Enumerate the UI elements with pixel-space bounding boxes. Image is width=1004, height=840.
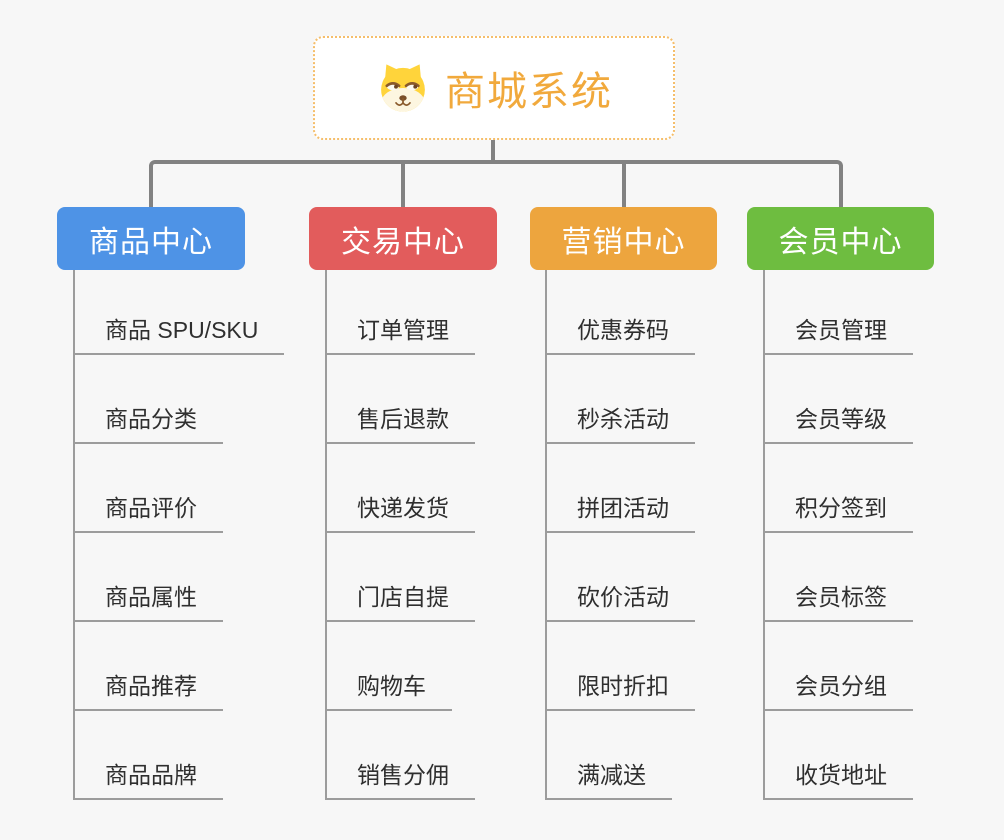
leaf-node[interactable]: 拼团活动 <box>545 487 695 533</box>
leaf-node[interactable]: 限时折扣 <box>545 665 695 711</box>
root-node[interactable]: 商城系统 <box>313 36 675 140</box>
leaf-node[interactable]: 收货地址 <box>763 754 913 800</box>
leaf-node[interactable]: 门店自提 <box>325 576 475 622</box>
leaf-node[interactable]: 商品评价 <box>73 487 223 533</box>
leaf-node[interactable]: 售后退款 <box>325 398 475 444</box>
branch-label: 会员中心 <box>778 225 903 259</box>
leaf-node[interactable]: 销售分佣 <box>325 754 475 800</box>
leaf-node[interactable]: 商品推荐 <box>73 665 223 711</box>
branch-node-product-center[interactable]: 商品中心 <box>57 207 245 270</box>
children-group-product-center: 商品 SPU/SKU 商品分类 商品评价 商品属性 商品推荐 商品品牌 <box>73 270 285 800</box>
leaf-node[interactable]: 会员管理 <box>763 309 913 355</box>
doge-icon <box>381 64 425 112</box>
leaf-node[interactable]: 积分签到 <box>763 487 913 533</box>
leaf-node[interactable]: 商品品牌 <box>73 754 223 800</box>
connector-root-stem <box>491 140 495 162</box>
leaf-node[interactable]: 会员等级 <box>763 398 913 444</box>
connector-bus <box>149 160 843 207</box>
leaf-node[interactable]: 秒杀活动 <box>545 398 695 444</box>
branch-node-trade-center[interactable]: 交易中心 <box>309 207 497 270</box>
leaf-node[interactable]: 订单管理 <box>325 309 475 355</box>
leaf-node[interactable]: 会员标签 <box>763 576 913 622</box>
leaf-node[interactable]: 满减送 <box>545 754 672 800</box>
leaf-node[interactable]: 购物车 <box>325 665 452 711</box>
branch-label: 营销中心 <box>561 225 686 259</box>
children-group-member-center: 会员管理 会员等级 积分签到 会员标签 会员分组 收货地址 <box>763 270 913 800</box>
connector-drop-branch-3 <box>622 163 626 207</box>
leaf-node[interactable]: 会员分组 <box>763 665 913 711</box>
leaf-node[interactable]: 商品 SPU/SKU <box>73 309 285 355</box>
branch-node-member-center[interactable]: 会员中心 <box>747 207 934 270</box>
branch-node-marketing-center[interactable]: 营销中心 <box>530 207 717 270</box>
leaf-node[interactable]: 砍价活动 <box>545 576 695 622</box>
branch-label: 交易中心 <box>341 225 465 259</box>
children-group-marketing-center: 优惠券码 秒杀活动 拼团活动 砍价活动 限时折扣 满减送 <box>545 270 695 800</box>
branch-label: 商品中心 <box>89 225 213 259</box>
leaf-node[interactable]: 快递发货 <box>325 487 475 533</box>
leaf-node[interactable]: 商品分类 <box>73 398 223 444</box>
connector-drop-branch-2 <box>401 163 405 207</box>
root-title: 商城系统 <box>445 70 613 114</box>
leaf-node[interactable]: 优惠券码 <box>545 309 695 355</box>
children-group-trade-center: 订单管理 售后退款 快递发货 门店自提 购物车 销售分佣 <box>325 270 475 800</box>
leaf-node[interactable]: 商品属性 <box>73 576 223 622</box>
